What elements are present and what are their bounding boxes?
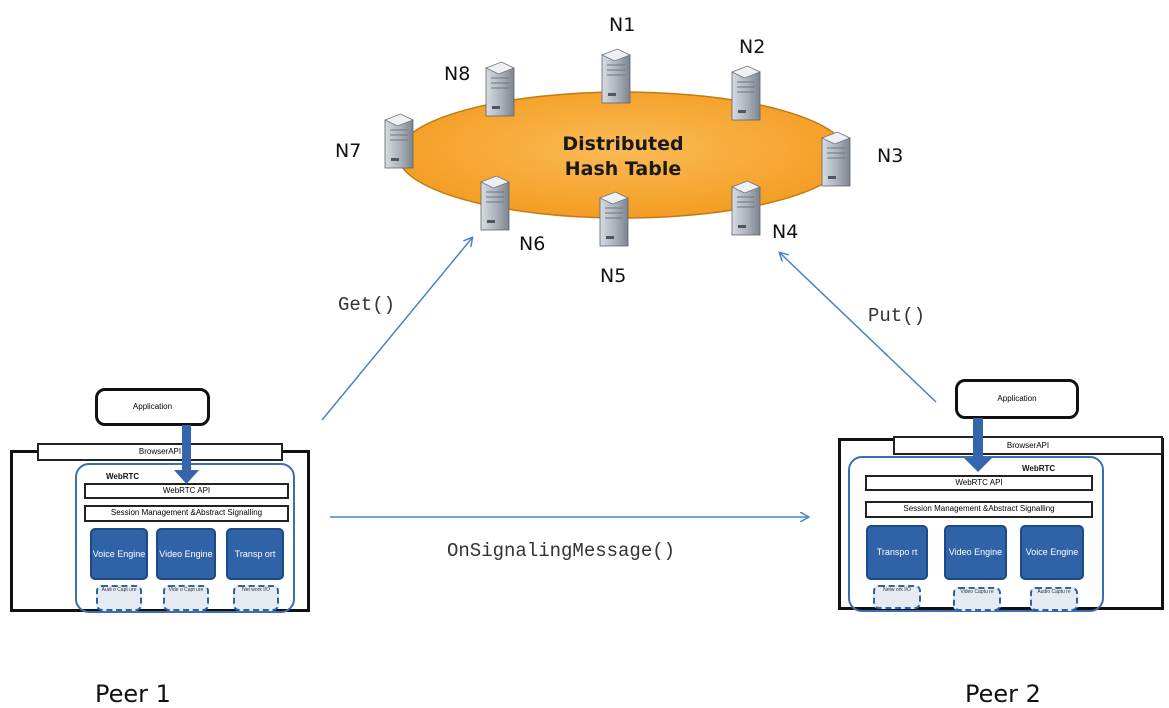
peer1-audio-capture: Audi o Capt ure [96, 585, 142, 611]
node-label-n7: N7 [335, 140, 362, 162]
server-icon-n6 [479, 175, 511, 231]
node-label-n3: N3 [877, 145, 904, 167]
node-label-n6: N6 [519, 233, 546, 255]
peer1-video-capture: Vide o Capt ure [163, 585, 209, 611]
peer2-network-io: Netw ork I/O [873, 585, 921, 609]
peer1-label: Peer 1 [95, 680, 171, 708]
peer2-webrtc-title: WebRTC [1022, 464, 1056, 473]
put-arrow [780, 253, 937, 403]
peer1-network-io: Net work I/O [233, 585, 279, 611]
get-arrow [321, 238, 472, 421]
dht-title: Distributed Hash Table [543, 132, 703, 182]
peer1-browser-api: BrowserAPI [37, 443, 283, 461]
peer1-voice-engine: Voice Engine [90, 528, 148, 580]
server-icon-n8 [484, 61, 516, 117]
server-icon-n4 [730, 180, 762, 236]
node-label-n5: N5 [600, 265, 627, 287]
dht-title-line1: Distributed [562, 133, 684, 155]
peer2-browser-api: BrowserAPI [893, 436, 1163, 455]
peer2-voice-engine: Voice Engine [1020, 525, 1084, 580]
peer1-video-engine: Video Engine [156, 528, 216, 580]
node-label-n1: N1 [609, 14, 636, 36]
peer1-webrtc-api: WebRTC API [84, 483, 289, 499]
peer2-application: Application [955, 379, 1079, 419]
dht-title-line2: Hash Table [564, 158, 682, 180]
put-label: Put() [868, 305, 926, 327]
peer2-transport: Transpo rt [866, 525, 928, 580]
peer2-video-engine: Video Engine [944, 525, 1007, 580]
node-label-n4: N4 [772, 221, 799, 243]
node-label-n8: N8 [444, 63, 471, 85]
server-icon-n3 [820, 131, 852, 187]
peer1-application: Application [95, 388, 210, 426]
peer2-label: Peer 2 [965, 680, 1041, 708]
get-label: Get() [338, 294, 396, 316]
peer2-browser-frame [838, 438, 1164, 610]
peer1-webrtc-title: WebRTC [106, 472, 140, 481]
node-label-n2: N2 [739, 36, 766, 58]
signaling-label: OnSignalingMessage() [447, 540, 676, 562]
peer1-transport: Transp ort [226, 528, 284, 580]
peer2-video-capture: Video Captu re [953, 587, 1001, 611]
server-icon-n5 [598, 191, 630, 247]
peer2-app-arrow-head [964, 458, 992, 472]
peer1-session-management: Session Management &Abstract Signalling [84, 505, 289, 522]
peer2-webrtc-api: WebRTC API [865, 475, 1093, 491]
server-icon-n7 [383, 113, 415, 169]
server-icon-n1 [600, 48, 632, 104]
peer2-app-arrow [973, 418, 983, 461]
peer2-audio-capture: Audio Captu re [1030, 587, 1078, 611]
peer1-app-arrow [182, 425, 191, 475]
peer1-app-arrow-head [174, 470, 199, 484]
server-icon-n2 [730, 65, 762, 121]
peer2-session-management: Session Management &Abstract Signalling [865, 501, 1093, 518]
